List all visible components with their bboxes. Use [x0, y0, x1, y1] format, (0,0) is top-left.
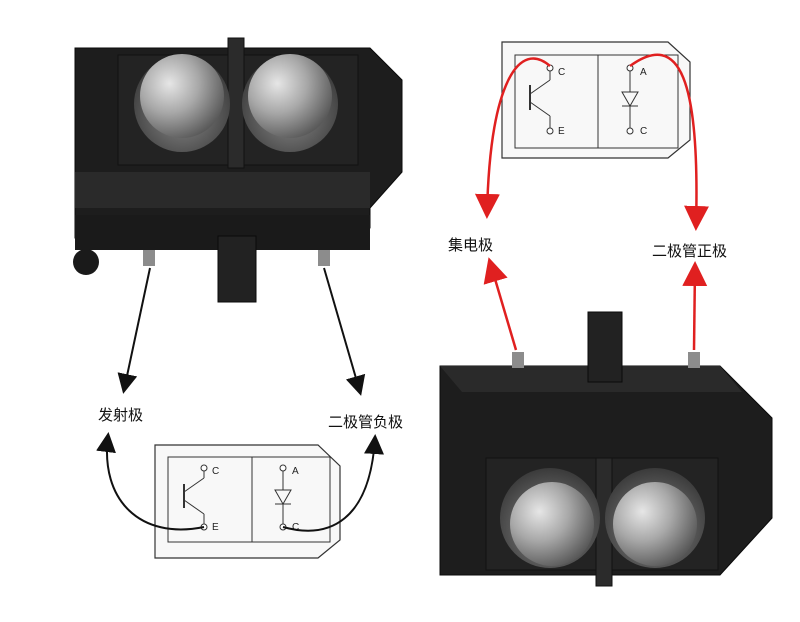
pin-label-a-bottom: A	[292, 466, 299, 477]
pin-label-c2-bottom: C	[292, 522, 299, 533]
pin-label-c-bottom: C	[212, 466, 219, 477]
arrow-collector-schematic	[474, 57, 551, 219]
schematic-top: C E A C	[501, 41, 691, 159]
label-collector: 集电极	[448, 236, 493, 254]
pin-label-c2: C	[640, 126, 647, 137]
lens-emitter-2	[510, 482, 594, 566]
sensor-top-left	[73, 37, 403, 303]
pin-label-c: C	[558, 67, 565, 78]
label-diode-cathode: 二极管负极	[328, 413, 403, 431]
pin-emitter-top	[143, 250, 155, 266]
pin-label-a: A	[640, 67, 647, 78]
pin-anode-bottom	[688, 352, 700, 368]
pin-label-e: E	[558, 126, 565, 137]
pin-cathode-top	[318, 250, 330, 266]
lens-receiver	[248, 54, 332, 138]
arrow-anode-schematic	[629, 53, 710, 231]
arrow-collector-pin	[483, 257, 518, 351]
arrow-emitter-schematic	[96, 432, 205, 531]
label-emitter: 发射极	[98, 406, 143, 424]
arrow-cathode-pin	[323, 267, 366, 396]
lens-emitter	[140, 54, 224, 138]
arrow-anode-pin	[682, 261, 708, 351]
arrow-emitter-pin	[117, 267, 151, 394]
label-diode-anode: 二极管正极	[652, 242, 727, 260]
sensor-bottom-right	[439, 311, 773, 587]
schematic-bottom: C E A C	[154, 444, 341, 559]
lens-receiver-2	[613, 482, 697, 566]
arrow-cathode-schematic	[282, 434, 384, 532]
pin-label-e-bottom: E	[212, 522, 219, 533]
pin-collector-bottom	[512, 352, 524, 368]
